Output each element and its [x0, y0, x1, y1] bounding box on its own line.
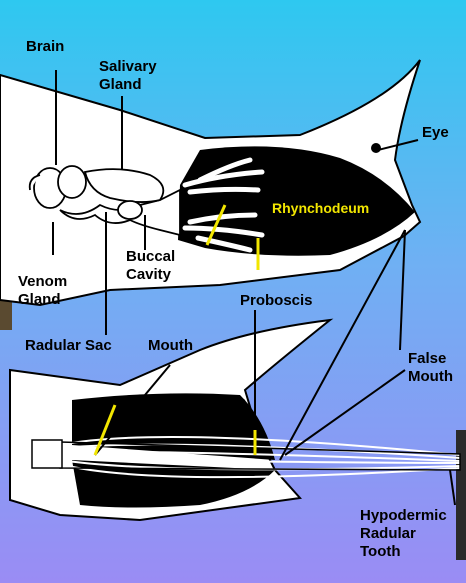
- label-false-mouth-line2: Mouth: [408, 368, 453, 386]
- label-rhynchodeum: Rhynchodeum: [272, 199, 369, 217]
- label-proboscis: Proboscis: [240, 292, 313, 310]
- label-eye: Eye: [422, 124, 449, 142]
- label-radular-sac: Radular Sac: [25, 337, 112, 355]
- label-venom-gland-line1: Venom: [18, 273, 67, 291]
- label-buccal-cavity-line1: Buccal: [126, 248, 175, 266]
- label-hypodermic-line1: Hypodermic: [360, 507, 447, 525]
- label-mouth: Mouth: [148, 337, 193, 355]
- label-venom-gland-line2: Gland: [18, 291, 61, 309]
- bottom-eye-spot: [236, 398, 246, 408]
- label-false-mouth-line1: False: [408, 350, 446, 368]
- right-edge-strip: [456, 430, 466, 560]
- label-hypodermic-line3: Tooth: [360, 543, 401, 561]
- label-brain: Brain: [26, 38, 64, 56]
- label-buccal-cavity-line2: Cavity: [126, 266, 171, 284]
- label-salivary-gland-line1: Salivary: [99, 58, 157, 76]
- label-hypodermic-line2: Radular: [360, 525, 416, 543]
- top-eye-spot: [371, 143, 381, 153]
- label-salivary-gland-line2: Gland: [99, 76, 142, 94]
- lower-mouth-cylinder: [32, 440, 62, 468]
